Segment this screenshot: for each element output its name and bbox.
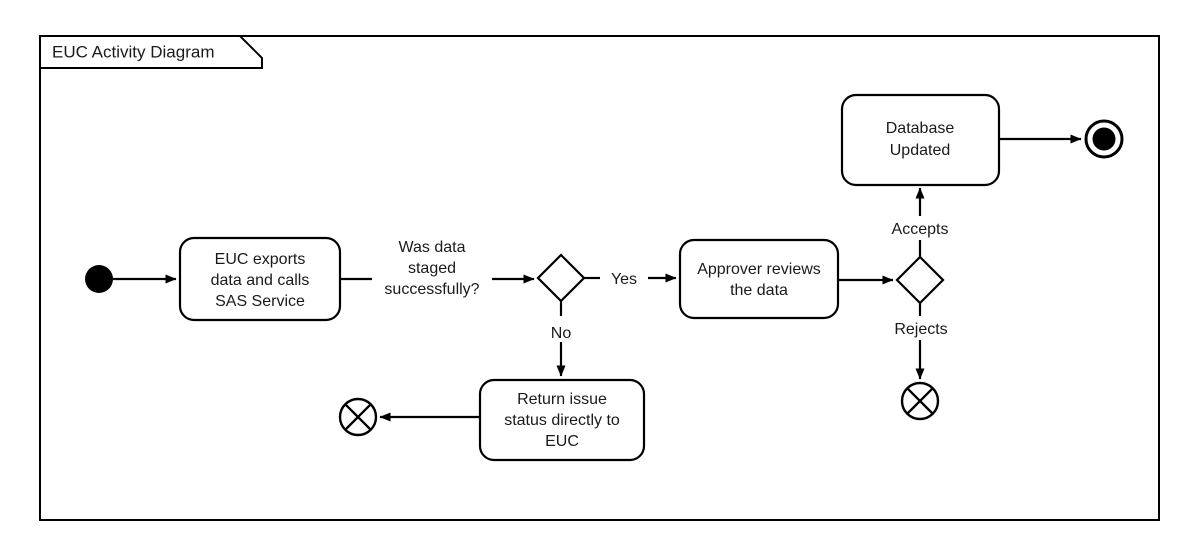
action-node-approver-reviews-shape[interactable]: [678, 238, 840, 320]
action-node-euc-exports-line3: SAS Service: [215, 293, 305, 310]
node-layer: EUC exports data and calls SAS Service R…: [85, 93, 1124, 462]
action-node-euc-exports-line1: EUC exports: [215, 251, 306, 268]
action-node-return-issue-shape[interactable]: [478, 378, 646, 462]
activity-final-node-core: [1092, 127, 1116, 151]
edge-label-backdrop-was-data: [372, 240, 492, 318]
flow-final-node-rejects[interactable]: [900, 381, 940, 421]
edge-label-yes: Yes: [611, 271, 637, 288]
action-node-database-updated-line1: Database: [886, 120, 955, 137]
edge-label-was-data-line3: successfully?: [384, 281, 479, 298]
action-node-approver-reviews[interactable]: Approver reviews the data: [678, 238, 840, 320]
action-node-return-issue[interactable]: Return issue status directly to EUC: [478, 378, 646, 462]
flow-final-node-euc-cross-2: [344, 403, 372, 431]
edge-label-was-data-line1: Was data: [399, 239, 466, 256]
action-node-euc-exports-line2: data and calls: [211, 272, 310, 289]
action-node-database-updated-line2: Updated: [890, 142, 951, 159]
action-node-approver-reviews-line2: the data: [730, 282, 788, 299]
action-node-database-updated-shape[interactable]: [840, 93, 1001, 187]
initial-node[interactable]: [85, 265, 113, 293]
edge-layer: Was data staged successfully? Yes No Acc…: [113, 134, 1082, 422]
edge-label-rejects: Rejects: [894, 321, 947, 338]
action-node-approver-reviews-line1: Approver reviews: [697, 261, 821, 278]
action-node-return-issue-line1: Return issue: [517, 391, 607, 408]
flow-final-node-rejects-cross-2: [906, 387, 934, 415]
frame-border: [39, 35, 1160, 521]
decision-node-approval[interactable]: [895, 255, 945, 305]
edge-label-no: No: [551, 325, 572, 342]
action-node-euc-exports[interactable]: EUC exports data and calls SAS Service: [178, 236, 342, 322]
action-node-return-issue-line2: status directly to: [504, 412, 620, 429]
edge-label-backdrop-rejects: [880, 316, 962, 340]
edge-label-backdrop-accepts: [880, 216, 960, 240]
edge-label-accepts: Accepts: [892, 221, 949, 238]
frame-label-text: EUC Activity Diagram: [52, 42, 214, 61]
edge-label-backdrop-no: [541, 320, 583, 342]
diagram-frame: EUC Activity Diagram: [39, 35, 1160, 521]
edge-label-backdrop-yes: [601, 267, 647, 289]
flow-final-node-euc[interactable]: [338, 397, 378, 437]
decision-node-data-staged[interactable]: [536, 253, 586, 303]
activity-final-node[interactable]: [1084, 119, 1124, 159]
action-node-return-issue-line3: EUC: [545, 433, 579, 450]
action-node-euc-exports-shape[interactable]: [178, 236, 342, 322]
frame-label-tab: [39, 35, 263, 69]
action-node-database-updated[interactable]: Database Updated: [840, 93, 1001, 187]
edge-label-was-data-line2: staged: [408, 260, 456, 277]
